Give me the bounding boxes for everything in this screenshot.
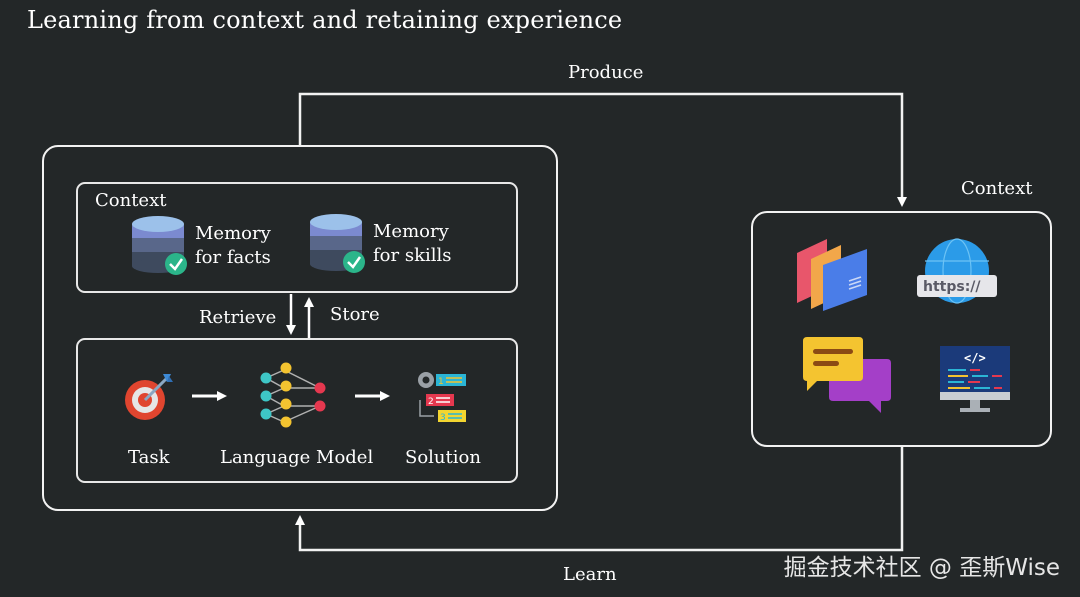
memory-facts-label: Memory for facts [195, 223, 271, 268]
task-label: Task [128, 447, 170, 468]
store-label: Store [330, 304, 380, 325]
memory-context-box: Context Memory for facts Memory for s [76, 182, 518, 293]
svg-text:</>: </> [964, 351, 986, 365]
external-context-label: Context [961, 178, 1033, 199]
produce-arrow [298, 92, 907, 207]
page-title: Learning from context and retaining expe… [27, 6, 623, 34]
memory-context-label: Context [95, 190, 167, 211]
svg-text:2: 2 [428, 397, 434, 407]
svg-text:https://: https:// [923, 279, 981, 295]
produce-label: Produce [568, 62, 644, 83]
code-monitor-icon: </> [940, 346, 1010, 416]
learn-label: Learn [563, 564, 617, 585]
retrieve-label: Retrieve [199, 307, 277, 328]
steps-list-icon: 1 2 3 [416, 370, 472, 424]
database-check-icon [308, 212, 365, 274]
learn-arrow [295, 446, 904, 552]
language-model-label: Language Model [220, 447, 374, 468]
target-dart-icon [123, 370, 173, 422]
database-check-icon [130, 214, 187, 276]
solution-label: Solution [405, 447, 481, 468]
watermark: 掘金技术社区 @ 歪斯Wise [783, 555, 1060, 581]
memory-skills-label: Memory for skills [373, 221, 452, 266]
svg-text:3: 3 [440, 413, 446, 423]
neural-network-icon [258, 360, 330, 430]
folders-icon [793, 235, 873, 311]
pipeline-box: Task Language Model [76, 338, 518, 483]
external-context-box: https:// </> [751, 211, 1052, 447]
agent-box [42, 145, 558, 511]
globe-https-icon: https:// [917, 237, 999, 309]
chat-bubbles-icon [803, 337, 893, 413]
svg-text:1: 1 [438, 377, 444, 387]
